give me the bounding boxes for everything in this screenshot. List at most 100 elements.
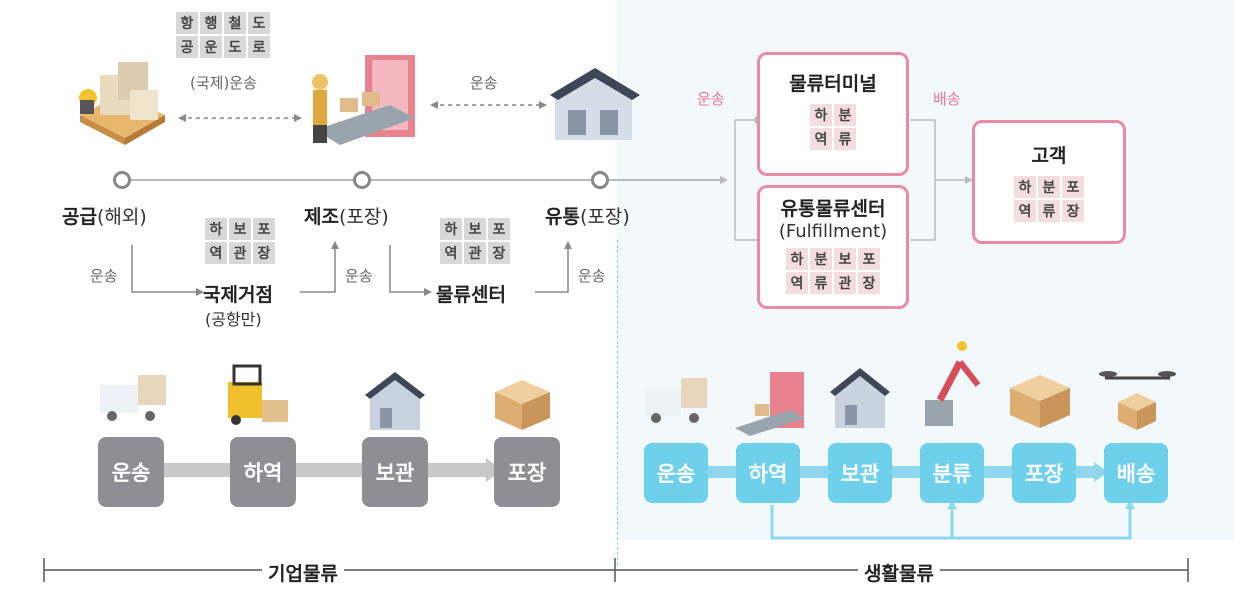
hub-tile: 역: [205, 242, 227, 264]
supply-sub-text: (해외): [96, 206, 147, 228]
fulfillment-tile: 분: [810, 248, 832, 270]
right-delivery-label: 배송: [933, 90, 961, 108]
fulfillment-tile: 역: [786, 272, 808, 294]
hub-tile: 포: [253, 218, 275, 240]
center-tile: 보: [464, 218, 486, 240]
hub-function-tiles: 하 보 포 역 관 장: [205, 218, 275, 264]
terminal-tiles: 하 분 역 류: [810, 104, 856, 150]
life-step-delivery: 배송: [1104, 443, 1168, 503]
center-function-tiles: 하 보 포 역 관 장: [440, 218, 510, 264]
corporate-step-storage: 보관: [362, 437, 428, 507]
mode-tile: 항: [176, 12, 198, 34]
life-warehouse-icon: [830, 368, 890, 428]
life-step-transport: 운송: [644, 443, 708, 503]
customer-tile: 포: [1062, 176, 1084, 198]
center-tile: 관: [464, 242, 486, 264]
life-step-handling: 하역: [736, 443, 800, 503]
center-tile: 역: [440, 242, 462, 264]
terminal-tile: 역: [810, 128, 832, 150]
supply-label: 공급(해외): [62, 202, 147, 229]
mode-tile: 철: [224, 12, 246, 34]
customer-tile: 장: [1062, 200, 1084, 222]
fulfillment-tile: 관: [834, 272, 856, 294]
supply-text: 공급: [62, 206, 97, 228]
terminal-tile: 하: [810, 104, 832, 126]
fulfillment-tile: 보: [834, 248, 856, 270]
storage-warehouse-icon: [365, 372, 425, 430]
distribution-warehouse-icon: [550, 68, 640, 140]
life-step-packing: 포장: [1012, 443, 1076, 503]
supply-node-marker: [113, 171, 131, 189]
customer-tile: 하: [1014, 176, 1036, 198]
fulfillment-title: 유통물류센터: [780, 198, 886, 220]
distribution-text: 유통: [545, 206, 580, 228]
fulfillment-tile: 류: [810, 272, 832, 294]
fulfillment-center-box: 유통물류센터 (Fulfillment) 하 분 보 포 역 류 관 장: [757, 185, 909, 309]
customer-tiles: 하 분 포 역 류 장: [1014, 176, 1084, 222]
manufacture-sub-text: (포장): [338, 206, 389, 228]
corporate-step-packing: 포장: [494, 437, 560, 507]
fulfillment-tile: 하: [786, 248, 808, 270]
fulfillment-tile: 포: [858, 248, 880, 270]
manufacture-node-marker: [353, 171, 371, 189]
life-step-storage: 보관: [828, 443, 892, 503]
hub-tile: 관: [229, 242, 251, 264]
manufacture-factory-icon: [312, 55, 415, 145]
center-tile: 포: [488, 218, 510, 240]
customer-tile: 류: [1038, 200, 1060, 222]
terminal-tile: 류: [834, 128, 856, 150]
life-truck-icon: [645, 378, 707, 423]
customer-tile: 분: [1038, 176, 1060, 198]
mode-tile: 로: [248, 36, 270, 58]
logistics-terminal-title: 물류터미널: [789, 73, 877, 95]
center-tile: 하: [440, 218, 462, 240]
distribution-label: 유통(포장): [545, 202, 630, 229]
distribution-sub-text: (포장): [579, 206, 630, 228]
section-divider: [617, 240, 618, 565]
hub-tile: 하: [205, 218, 227, 240]
robot-arm-icon: [925, 341, 981, 426]
manufacture-label: 제조(포장): [304, 202, 389, 229]
transport-label-left: 운송: [90, 267, 118, 285]
customer-box: 고객 하 분 포 역 류 장: [972, 120, 1126, 244]
forklift-icon: [228, 364, 288, 425]
hub-tile: 보: [229, 218, 251, 240]
right-transport-label: 운송: [697, 90, 725, 108]
truck-icon: [100, 375, 166, 421]
transport-label-mid2: 운송: [345, 267, 373, 285]
customer-title: 고객: [1031, 145, 1067, 167]
life-packing-boxes-icon: [1010, 375, 1070, 428]
fulfillment-tile: 장: [858, 272, 880, 294]
mode-tile: 도: [224, 36, 246, 58]
supply-warehouse-icon: [79, 62, 165, 145]
terminal-tile: 분: [834, 104, 856, 126]
fulfillment-tiles: 하 분 보 포 역 류 관 장: [786, 248, 880, 294]
center-name: 물류센터: [436, 284, 506, 306]
drone-icon: [1099, 371, 1176, 430]
life-step-sorting: 분류: [920, 443, 984, 503]
corporate-step-transport: 운송: [98, 437, 164, 507]
transport-label-mid: 운송: [470, 74, 498, 92]
mode-tile: 운: [200, 36, 222, 58]
corporate-logistics-label: 기업물류: [262, 559, 344, 586]
transport-modes-tiles: 항 행 철 도 공 운 도 로: [176, 12, 270, 58]
hub-name: 국제거점: [203, 284, 273, 306]
mode-tile: 행: [200, 12, 222, 34]
life-conveyor-icon: [735, 372, 805, 436]
hub-tile: 장: [253, 242, 275, 264]
packing-boxes-icon: [495, 380, 550, 430]
hub-sub: (공항만): [205, 310, 262, 329]
intl-transport-label: (국제)운송: [190, 74, 257, 92]
customer-tile: 역: [1014, 200, 1036, 222]
life-logistics-label: 생활물류: [858, 559, 940, 586]
mode-tile: 도: [248, 12, 270, 34]
corporate-step-handling: 하역: [230, 437, 296, 507]
center-tile: 장: [488, 242, 510, 264]
logistics-terminal-box: 물류터미널 하 분 역 류: [757, 52, 909, 176]
mode-tile: 공: [176, 36, 198, 58]
distribution-node-marker: [591, 171, 609, 189]
manufacture-text: 제조: [304, 206, 339, 228]
fulfillment-subtitle: (Fulfillment): [778, 221, 888, 242]
transport-label-right: 운송: [578, 267, 606, 285]
